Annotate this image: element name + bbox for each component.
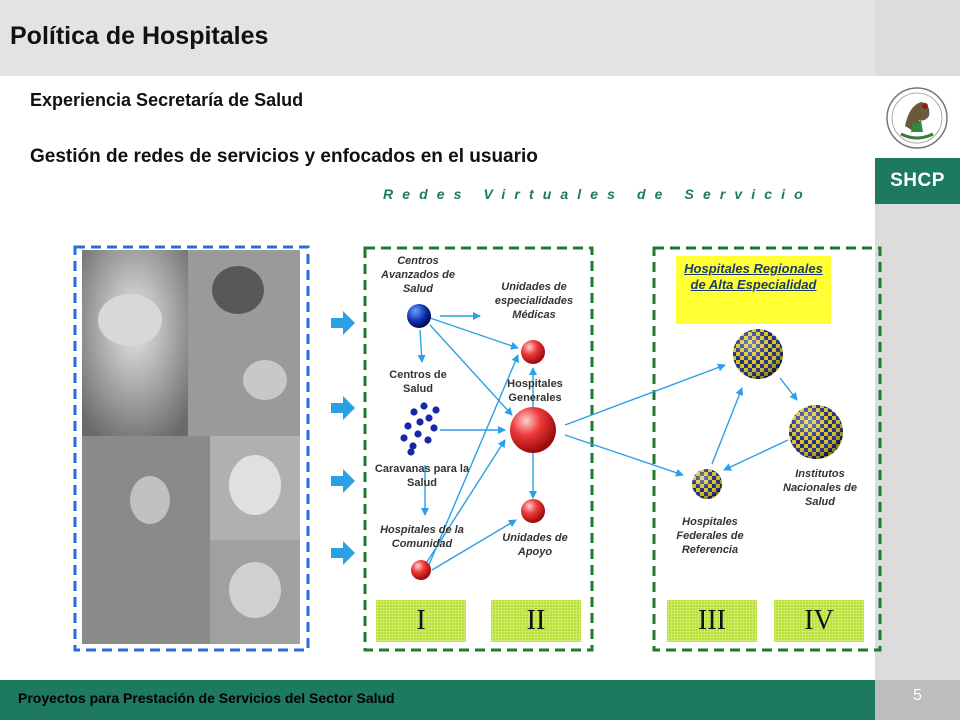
- node-hospitales-comunidad: [411, 560, 431, 580]
- chevron-arrow-icon: [331, 396, 355, 420]
- coat-of-arms-icon: [886, 87, 948, 149]
- node-hospitales-regionales: [733, 329, 783, 379]
- node-hospitales-federales: [692, 469, 722, 499]
- level-box-4: IV: [774, 600, 864, 642]
- level-box-1: I: [376, 600, 466, 642]
- label-hospitales-comunidad: Hospitales de la Comunidad: [380, 524, 464, 550]
- node-centros-avanzados: [407, 304, 431, 328]
- label-caravanas: Caravanas para la Salud: [374, 463, 470, 489]
- connector-lines: [417, 312, 798, 571]
- footer-text: Proyectos para Prestación de Servicios d…: [18, 690, 395, 706]
- label-hospitales-generales: Hospitales Generales: [507, 378, 563, 404]
- label-centros-salud: Centros de Salud: [389, 369, 447, 395]
- chevron-arrow-icon: [331, 541, 355, 565]
- subtitle-experiencia: Experiencia Secretaría de Salud: [30, 90, 304, 110]
- shcp-logo: SHCP: [875, 158, 960, 204]
- label-unidades-especialidades: Unidades de especialidades Médicas: [494, 281, 574, 321]
- tagline-redes: Redes Virtuales de Servicio: [383, 186, 812, 202]
- level-box-2: II: [491, 600, 581, 642]
- node-unidades-apoyo: [521, 499, 545, 523]
- node-institutos-nacionales: [789, 405, 843, 459]
- label-institutos-nacionales: Institutos Nacionales de Salud: [783, 468, 857, 508]
- chevron-arrow-icon: [331, 469, 355, 493]
- photo-woman-kitchen: [82, 436, 210, 644]
- subtitle-gestion: Gestión de redes de servicios y enfocado…: [30, 146, 538, 167]
- photo-frame: [73, 245, 310, 652]
- frame-levels-1-2: [363, 246, 594, 652]
- node-centros-salud-dots: [400, 402, 440, 456]
- node-hospitales-generales: [510, 407, 556, 453]
- label-hospitales-regionales: Hospitales Regionales de Alta Especialid…: [676, 256, 831, 324]
- title-bar: [0, 0, 875, 76]
- chevron-arrow-icon: [331, 311, 355, 335]
- label-unidades-apoyo: Unidades de Apoyo: [502, 532, 568, 558]
- node-unidades-especialidades: [521, 340, 545, 364]
- blue-arrows: [331, 311, 355, 565]
- label-hospitales-federales: Hospitales Federales de Referencia: [676, 516, 744, 556]
- photo-collage: [82, 250, 300, 644]
- page-number: 5: [875, 680, 960, 720]
- footer-bar: [0, 680, 875, 720]
- level-box-3: III: [667, 600, 757, 642]
- label-centros-avanzados: Centros Avanzados de Salud: [381, 255, 455, 295]
- page-title: Política de Hospitales: [10, 22, 269, 50]
- mexico-emblem: [875, 76, 960, 158]
- frame-levels-3-4: [652, 246, 882, 652]
